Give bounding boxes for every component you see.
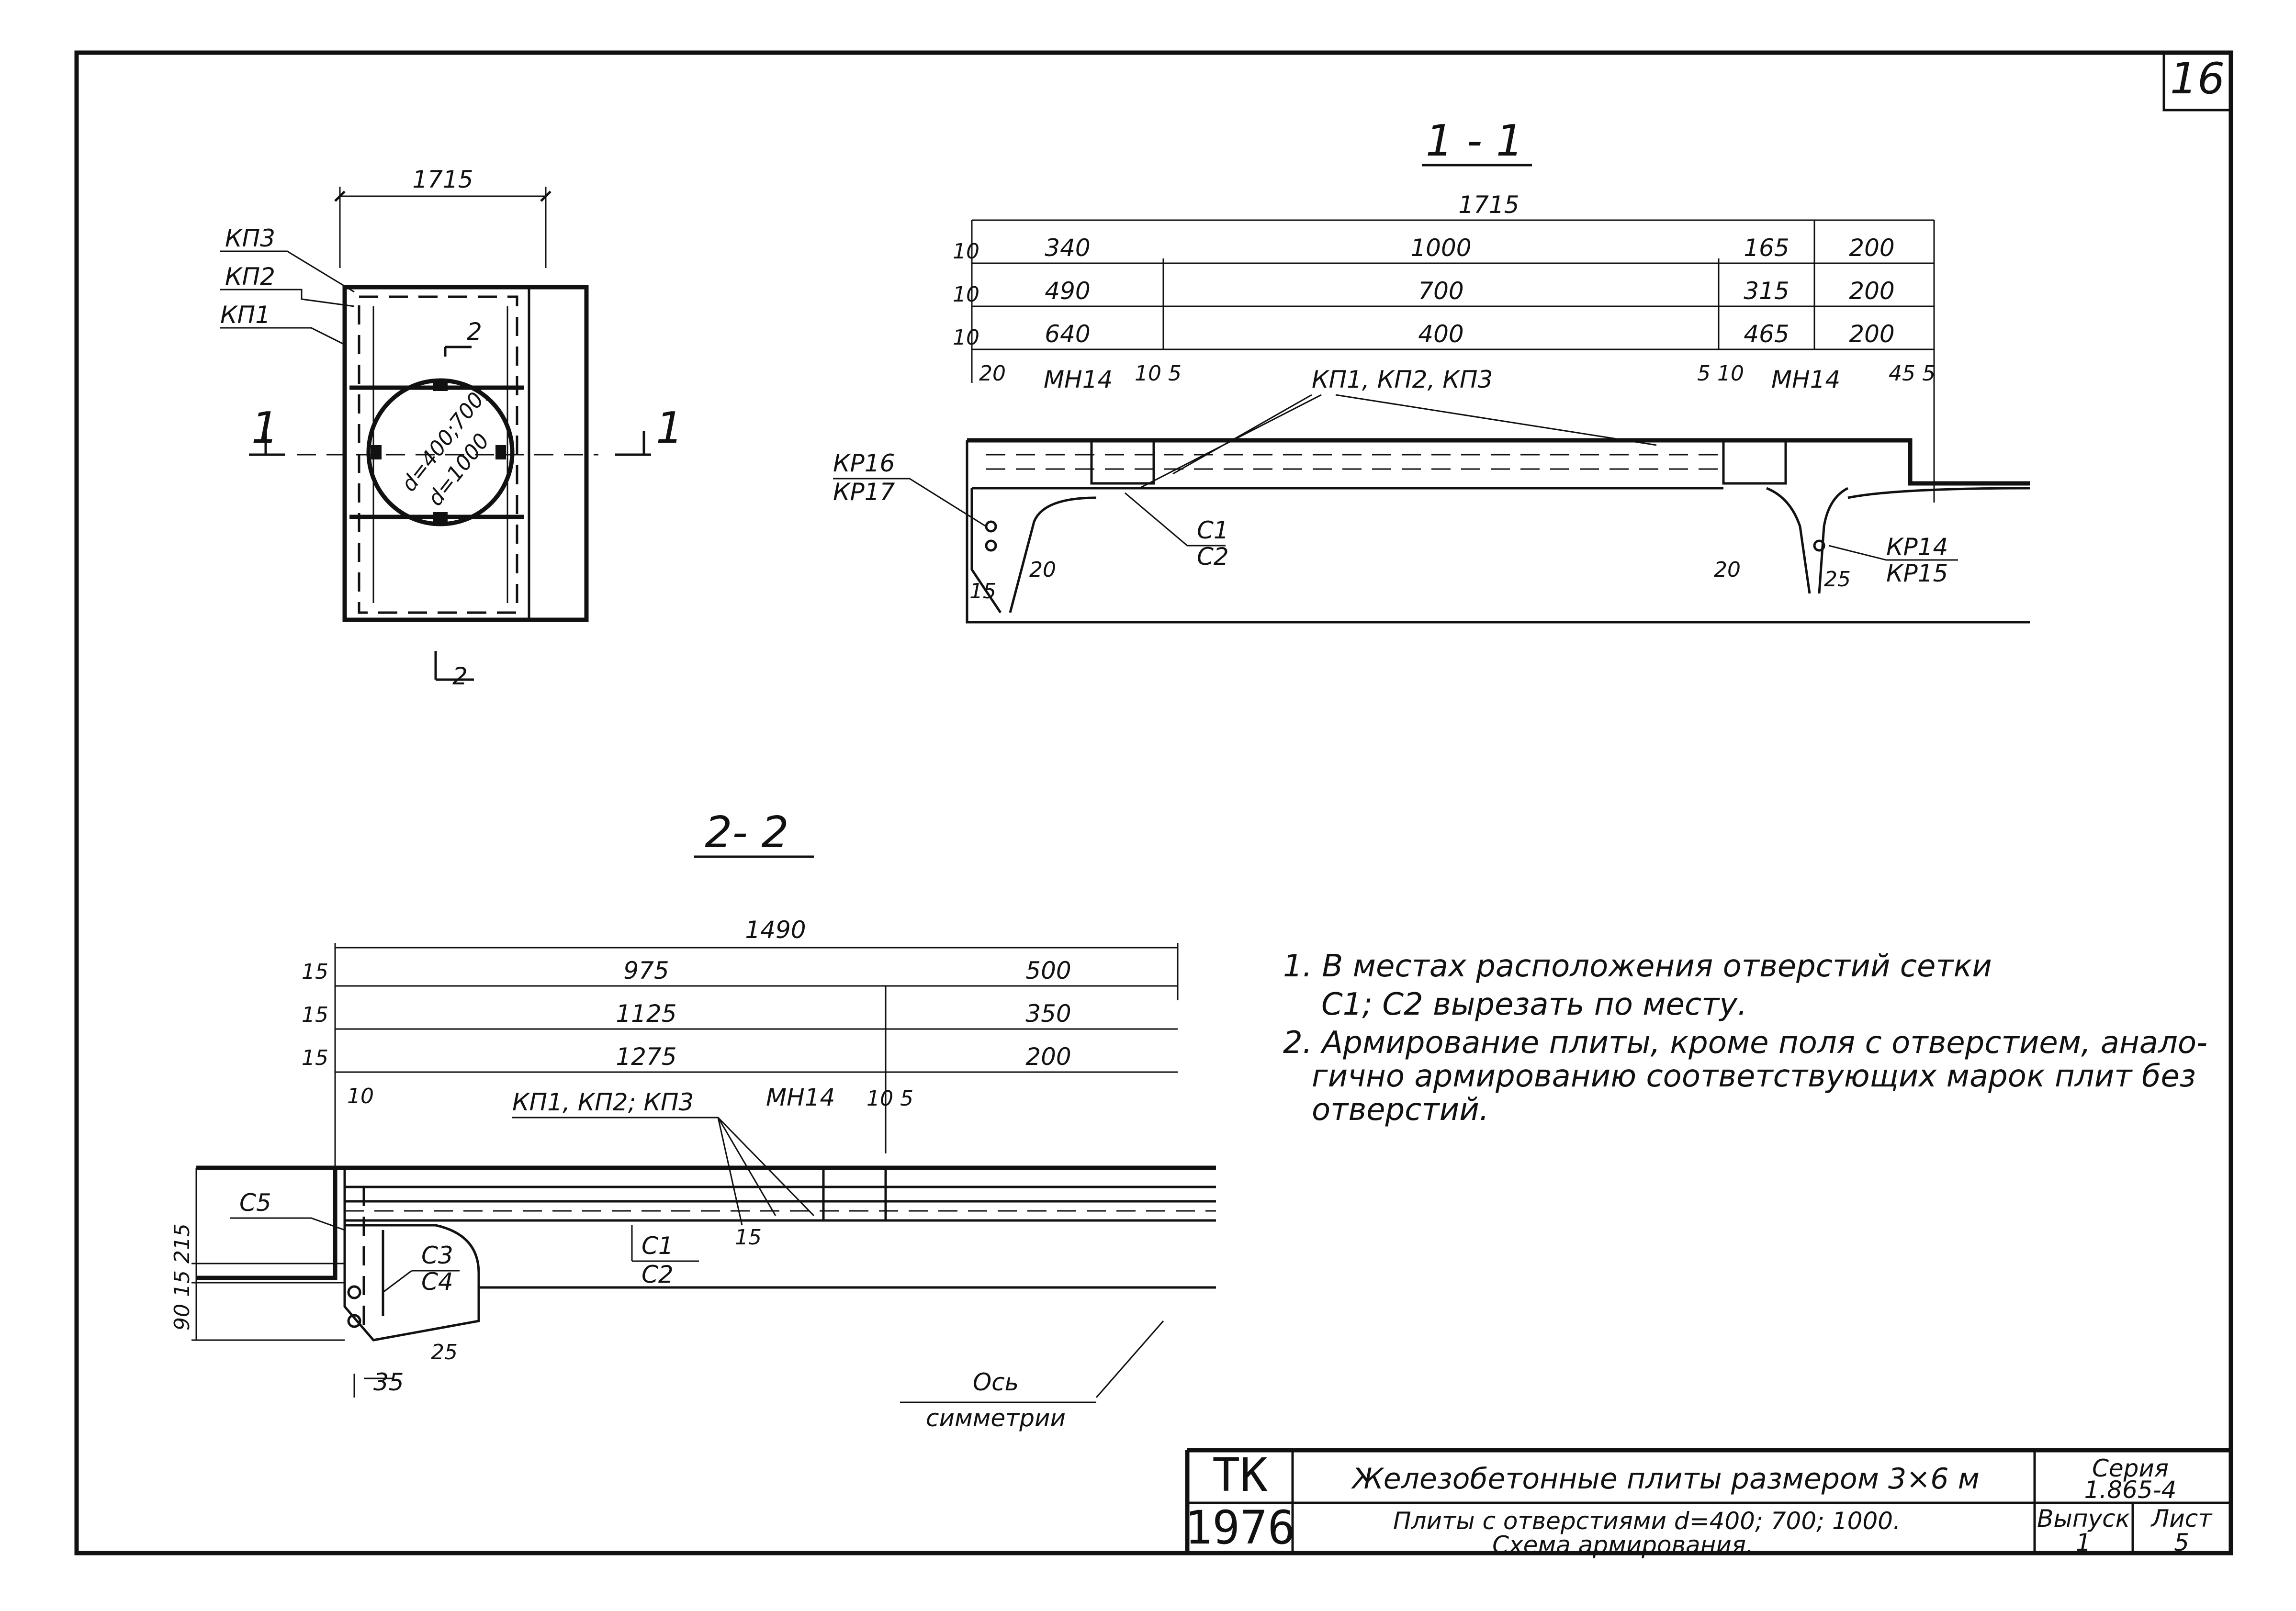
- sec22-kp-group: КП1, КП2; КП3: [512, 1088, 694, 1116]
- tb-year: 1976: [1184, 1501, 1295, 1555]
- plan-label-kp1: КП1: [220, 301, 270, 329]
- sec22-c3: С3: [421, 1242, 453, 1269]
- sec11-r3-a: 640: [1045, 320, 1090, 348]
- section-1-1-title: 1 - 1: [1426, 116, 1523, 166]
- tb-issue: 1: [2076, 1529, 2091, 1556]
- plan-section-mark-bottom: 2: [452, 662, 468, 690]
- plan-view: 1715 d=400;700; d=1000 КП3 КП2 КП1 2 2 1…: [220, 166, 683, 690]
- notes: 1. В местах расположения отверстий сетки…: [1283, 949, 2207, 1128]
- note-line-1: 1. В местах расположения отверстий сетки: [1283, 949, 1992, 984]
- sec22-d15: 15: [735, 1225, 762, 1250]
- tb-series-label: Серия: [2092, 1454, 2169, 1482]
- tb-sheet-label: Лист: [2150, 1505, 2213, 1533]
- sec22-r1-lead: 15: [302, 960, 328, 984]
- sec11-r3-c: 465: [1744, 320, 1789, 348]
- plan-cut-right: 1: [656, 403, 683, 453]
- tb-subtitle-1: Плиты с отверстиями d=400; 700; 1000.: [1393, 1507, 1901, 1535]
- section-1-1: 1 - 1 1715 10 340 1000 165 200 10 490 70…: [833, 116, 2030, 624]
- note-line-4: гично армированию соответствующих марок …: [1312, 1059, 2196, 1094]
- sec11-c2: С2: [1197, 543, 1229, 571]
- sec22-r2-b: 350: [1025, 1000, 1071, 1028]
- sec11-kr17: КР17: [833, 478, 895, 506]
- sec11-r1-lead: 10: [953, 239, 979, 264]
- plan-label-kp3: КП3: [225, 224, 275, 252]
- sec22-r2-lead: 15: [302, 1003, 328, 1027]
- sec11-r2-c: 315: [1744, 277, 1789, 305]
- section-1-1-total: 1715: [1458, 191, 1519, 219]
- sec11-d15: 15: [969, 579, 996, 604]
- sec11-kp-group: КП1, КП2, КП3: [1312, 366, 1493, 393]
- sec11-r2-lead: 10: [953, 282, 979, 307]
- sec11-d20c: 20: [1714, 558, 1741, 582]
- sec22-axis-1: Ось: [973, 1368, 1019, 1396]
- sec11-r2-d: 200: [1849, 277, 1894, 305]
- sec11-d20: 20: [979, 361, 1006, 386]
- sec11-r1-d: 200: [1849, 234, 1894, 262]
- sec22-c4: С4: [421, 1268, 453, 1296]
- sec22-r3-b: 200: [1025, 1043, 1071, 1071]
- sec22-r1-a: 975: [623, 957, 669, 984]
- section-2-2-total: 1490: [745, 916, 806, 944]
- sec11-c1: С1: [1197, 516, 1229, 544]
- section-2-2-title: 2- 2: [705, 807, 789, 858]
- tb-title: Железобетонные плиты размером 3×6 м: [1351, 1462, 1980, 1496]
- sheet-frame: 16: [74, 50, 2233, 1555]
- sec11-mh-right: МН14: [1771, 366, 1840, 393]
- sec22-c2: С2: [642, 1261, 674, 1288]
- title-block: ТК 1976 Железобетонные плиты размером 3×…: [1184, 1448, 2231, 1559]
- plan-cut-left: 1: [251, 403, 279, 453]
- sec22-r3-lead: 15: [302, 1046, 328, 1070]
- sec22-c1: С1: [642, 1232, 674, 1260]
- sec22-d25: 25: [431, 1340, 458, 1365]
- tb-subtitle-2: Схема армирования.: [1492, 1531, 1754, 1559]
- sec11-mh-left-dims: 10 5: [1135, 361, 1182, 386]
- note-line-2: С1; С2 вырезать по месту.: [1321, 987, 1747, 1022]
- plan-section-mark: 2: [467, 318, 482, 346]
- sec22-d10: 10: [347, 1084, 374, 1108]
- sec22-mh: МН14: [766, 1084, 835, 1111]
- plan-width-dim: 1715: [412, 166, 473, 193]
- sec11-mh-left: МН14: [1044, 366, 1113, 393]
- note-line-3: 2. Армирование плиты, кроме поля с отвер…: [1283, 1025, 2207, 1061]
- section-2-2: 2- 2 1490 15 975 500 15 1125 350 15 1275…: [170, 807, 1216, 1432]
- tb-issue-label: Выпуск: [2037, 1505, 2130, 1533]
- tb-org: ТК: [1212, 1448, 1268, 1502]
- sec22-mh-dims: 10 5: [867, 1086, 913, 1111]
- sec11-d20b: 20: [1029, 558, 1056, 582]
- sec11-r3-lead: 10: [953, 325, 979, 350]
- sec11-r1-b: 1000: [1410, 234, 1471, 262]
- sec22-r1-b: 500: [1025, 957, 1071, 984]
- sec11-r1-a: 340: [1045, 234, 1090, 262]
- sec11-right-dims: 45 5: [1889, 361, 1936, 386]
- sec11-kr16: КР16: [833, 449, 895, 477]
- sec22-c5: С5: [239, 1189, 271, 1217]
- sec22-vert-dims: 90 15 215: [170, 1223, 194, 1331]
- sec11-mh-right-dims: 5 10: [1697, 361, 1744, 386]
- sec22-axis-2: симметрии: [926, 1404, 1066, 1432]
- sec11-r2-b: 700: [1418, 277, 1463, 305]
- sec22-r3-a: 1275: [616, 1043, 676, 1071]
- sec11-r1-c: 165: [1744, 234, 1789, 262]
- sec11-kr14: КР14: [1886, 533, 1948, 561]
- tb-sheet: 5: [2174, 1529, 2189, 1556]
- sec11-r3-b: 400: [1418, 320, 1463, 348]
- sec11-r3-d: 200: [1849, 320, 1894, 348]
- sec11-r2-a: 490: [1045, 277, 1090, 305]
- plan-label-kp2: КП2: [225, 263, 275, 291]
- note-line-5: отверстий.: [1312, 1092, 1489, 1128]
- sec22-d35: 35: [373, 1368, 404, 1396]
- sec22-r2-a: 1125: [616, 1000, 676, 1028]
- page-number: 16: [2170, 54, 2225, 104]
- sec11-kr15: КР15: [1886, 559, 1948, 587]
- sec11-d25: 25: [1824, 567, 1851, 592]
- tb-series: 1.865-4: [2084, 1476, 2177, 1504]
